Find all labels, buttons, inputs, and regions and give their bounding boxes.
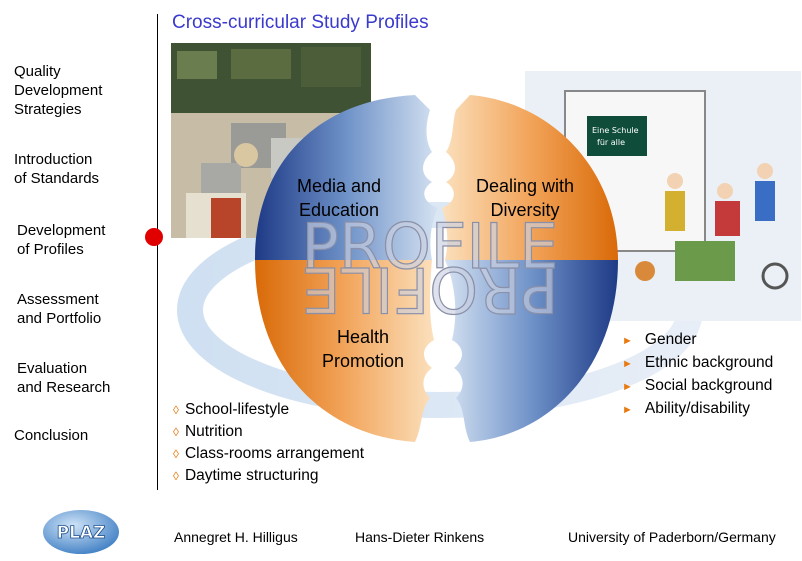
nav-label-line: of Standards [14, 170, 100, 187]
list-item-text: Social background [644, 377, 773, 394]
list-item-text: School-lifestyle [184, 401, 290, 418]
diamond-bullet-icon: ◊ [173, 425, 179, 439]
list-item: ► Gender [622, 329, 773, 352]
diamond-bullet-icon: ◊ [173, 447, 179, 461]
quadrant-label-line: Media and [297, 176, 382, 196]
profile-word-mirror: PROFILE [302, 253, 559, 326]
active-section-marker [145, 228, 163, 246]
nav-item-evaluation[interactable]: Evaluation and Research [17, 359, 110, 397]
arrow-bullet-icon: ► [622, 358, 633, 370]
quadrant-label-line: Diversity [490, 200, 560, 220]
footer-author-2: Hans-Dieter Rinkens [355, 529, 485, 545]
plaz-logo: PLAZ [40, 508, 122, 561]
footer-author-1: Annegret H. Hilligus [174, 529, 298, 545]
list-item-text: Gender [644, 331, 697, 348]
quadrant-label-line: Health [337, 327, 390, 347]
list-item: ◊ Nutrition [173, 421, 364, 443]
list-item-text: Class-rooms arrangement [184, 445, 365, 462]
nav-item-profiles[interactable]: Development of Profiles [17, 221, 105, 259]
footer-institution: University of Paderborn/Germany [568, 529, 776, 545]
page-title: Cross-curricular Study Profiles [172, 12, 429, 33]
blue-lower-quadrant [445, 260, 618, 442]
arrow-bullet-icon: ► [622, 381, 633, 393]
quadrant-label-line: Dealing with [476, 176, 575, 196]
quadrant-label-diversity: Dealing with Diversity [476, 174, 574, 222]
quadrant-label-health: Health Promotion [322, 325, 404, 373]
list-item-text: Daytime structuring [184, 467, 319, 484]
sign-text-1: Eine Schule [592, 126, 639, 135]
sign-text-2: für alle [597, 138, 625, 147]
nav-label-line: Quality [14, 63, 61, 80]
quadrant-label-line: Education [299, 200, 380, 220]
diversity-quadrant [442, 95, 618, 260]
nav-item-conclusion[interactable]: Conclusion [14, 426, 88, 445]
nav-label-line: Development [14, 82, 103, 99]
nav-label-line: Development [17, 222, 106, 239]
nav-item-standards[interactable]: Introduction of Standards [14, 150, 99, 188]
list-item-text: Ethnic background [644, 354, 774, 371]
nav-label-line: Conclusion [14, 427, 89, 444]
nav-label-line: and Research [17, 379, 111, 396]
nav-label-line: Introduction [14, 151, 93, 168]
nav-label-line: of Profiles [17, 241, 84, 258]
profile-word: PROFILE [302, 210, 559, 283]
list-item: ◊ Class-rooms arrangement [173, 443, 364, 465]
diamond-bullet-icon: ◊ [173, 403, 179, 417]
list-item: ► Social background [622, 375, 773, 398]
nav-label-line: Assessment [17, 291, 99, 308]
quadrant-label-line: Promotion [322, 351, 405, 371]
diversity-bullet-list: ► Gender ► Ethnic background ► Social backg… [622, 329, 773, 421]
arrow-bullet-icon: ► [622, 404, 633, 416]
nav-item-quality[interactable]: Quality Development Strategies [14, 62, 102, 119]
diamond-bullet-icon: ◊ [173, 469, 179, 483]
nav-item-assessment[interactable]: Assessment and Portfolio [17, 290, 101, 328]
nav-label-line: Evaluation [17, 360, 88, 377]
health-quadrant [255, 260, 434, 442]
arrow-bullet-icon: ► [622, 335, 633, 347]
list-item-text: Nutrition [184, 423, 243, 440]
list-item: ► Ethnic background [622, 352, 773, 375]
logo-text: PLAZ [57, 523, 106, 543]
health-bullet-list: ◊ School-lifestyle ◊ Nutrition ◊ Class-room… [173, 399, 364, 487]
media-quadrant [255, 95, 438, 260]
list-item-text: Ability/disability [644, 400, 750, 417]
profile-faces-graphic: PROFILE PROFILE [255, 95, 618, 442]
school-cartoon-image: Eine Schule für alle [525, 71, 801, 321]
list-item: ◊ Daytime structuring [173, 465, 364, 487]
quadrant-label-media: Media and Education [297, 174, 381, 222]
nav-label-line: and Portfolio [17, 310, 102, 327]
list-item: ► Ability/disability [622, 398, 773, 421]
list-item: ◊ School-lifestyle [173, 399, 364, 421]
nav-label-line: Strategies [14, 101, 82, 118]
vertical-divider [157, 14, 158, 490]
